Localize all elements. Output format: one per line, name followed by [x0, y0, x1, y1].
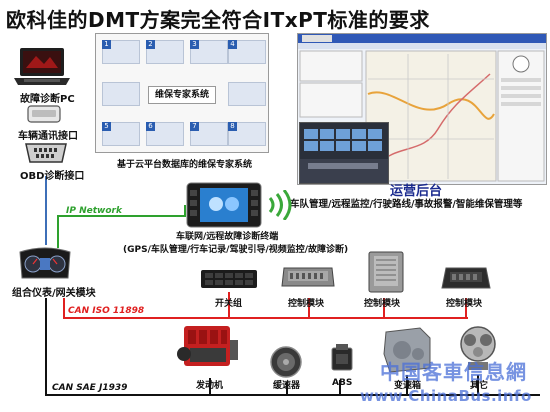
gearbox-icon: [380, 324, 434, 376]
component-label-gearbox: 变速箱: [394, 381, 422, 391]
watermark-cn: 中国客車信息網: [380, 360, 527, 384]
watermark-url: www.ChinaBus.info: [360, 387, 532, 405]
control-module-3-icon: [440, 262, 492, 292]
module-label-control-2: 控制模块: [364, 299, 401, 309]
control-room-photo: [299, 122, 389, 184]
interface-box-icon: [26, 104, 62, 124]
laptop-icon: [14, 48, 70, 86]
terminal-label-line1: 车联网/远程故障诊断终端: [176, 232, 279, 242]
component-label-abs: ABS: [332, 378, 353, 388]
terminal-label-line2: (GPS/车队管理/行车记录/驾驶引导/视频监控/故障诊断): [123, 245, 349, 255]
retarder-icon: [268, 344, 304, 380]
module-label-control-1: 控制模块: [288, 299, 325, 309]
can-sae-label: CAN SAE J1939: [52, 383, 128, 393]
abs-icon: [330, 342, 354, 374]
other-component-icon: [456, 324, 500, 372]
wireless-signal-icon: [266, 189, 294, 221]
instrument-cluster-icon: [18, 246, 72, 280]
cluster-label: 组合仪表/网关模块: [12, 288, 96, 299]
component-label-other: 其它: [470, 381, 489, 391]
ip-network-line: [57, 205, 186, 248]
connector-label: 车辆通讯接口: [18, 131, 78, 142]
telematics-terminal-icon: [186, 182, 262, 228]
expert-system-panel: 1 2 3 4 5 6 7 8 维保专家系统: [95, 33, 269, 153]
module-label-control-3: 控制模块: [446, 299, 483, 309]
pc-label: 故障诊断PC: [20, 94, 75, 105]
control-module-2-icon: [366, 250, 406, 294]
page-title: 欧科佳的DMT方案完全符合ITxPT标准的要求: [6, 8, 430, 32]
component-label-engine: 发动机: [196, 381, 224, 391]
engine-icon: [176, 320, 240, 376]
ops-title: 运营后台: [390, 184, 443, 199]
can-sae-line: [45, 298, 540, 396]
switch-group-icon: [200, 268, 258, 290]
ops-description: 车队管理/远程监控/行驶路线/事故报警/智能维保管理等: [290, 199, 523, 210]
can-iso-line: [63, 298, 468, 319]
expert-system-center-label: 维保专家系统: [148, 86, 216, 104]
module-label-switch: 开关组: [215, 299, 243, 309]
can-iso-label: CAN ISO 11898: [68, 306, 145, 316]
ip-network-label: IP Network: [66, 206, 122, 216]
obd-label: OBD诊断接口: [20, 171, 85, 182]
obd-port-icon: [22, 141, 70, 165]
control-module-1-icon: [280, 262, 336, 292]
expert-system-caption: 基于云平台数据库的维保专家系统: [117, 160, 253, 170]
component-label-retarder: 缓速器: [273, 381, 301, 391]
